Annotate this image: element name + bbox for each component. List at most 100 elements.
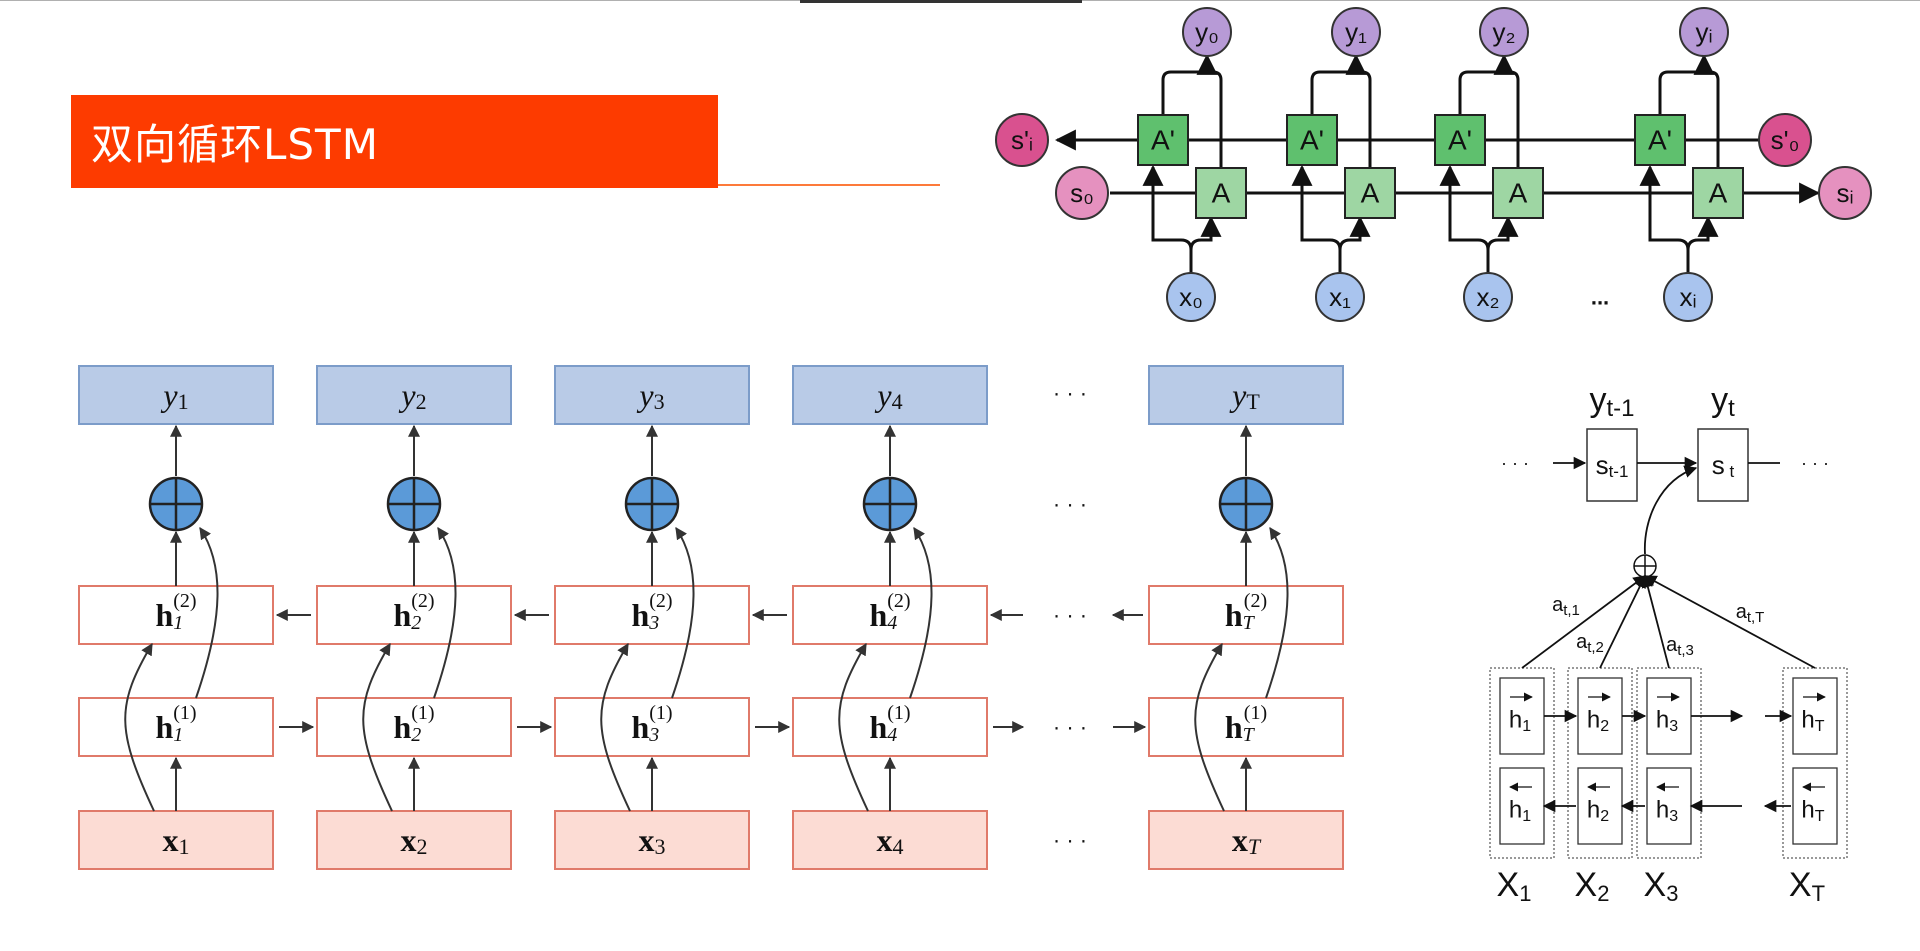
output-box xyxy=(316,365,512,425)
output-subscript: T xyxy=(1246,389,1260,414)
hidden-superscript: (1) xyxy=(173,702,196,724)
state-cur-subscript: t xyxy=(1725,462,1735,481)
backward-hidden-subscript: T xyxy=(1815,808,1825,825)
output-prev-subscript: t-1 xyxy=(1606,395,1634,422)
hidden-layer2-box xyxy=(78,585,274,645)
output-subscript: 3 xyxy=(654,389,665,414)
input-to-a-prime xyxy=(1142,164,1193,251)
input-label: X1 xyxy=(1497,866,1532,906)
input-box xyxy=(554,810,750,870)
output-label: y₂ xyxy=(1492,17,1515,47)
h1-to-sum-curve xyxy=(1265,527,1289,699)
backward-hidden-box xyxy=(1792,767,1838,845)
backward-hidden-subscript: 2 xyxy=(1600,808,1609,825)
output-node xyxy=(1182,7,1232,57)
cell-a-prime xyxy=(1137,114,1189,166)
hidden-subscript: 4 xyxy=(887,724,897,746)
top-rule-accent xyxy=(800,0,1082,3)
state-node xyxy=(1758,113,1812,167)
ellipsis: · · · xyxy=(1053,381,1087,406)
cell-a xyxy=(1492,167,1544,219)
hidden-layer1-box xyxy=(792,697,988,757)
cell-a-label: A xyxy=(1212,178,1231,209)
hidden-superscript: (1) xyxy=(1244,702,1267,724)
input-subscript: 1 xyxy=(1519,881,1531,906)
a-to-y xyxy=(1702,63,1720,168)
x-to-h2-curve xyxy=(362,642,393,812)
input-label: X2 xyxy=(1575,866,1610,906)
backward-hidden-box xyxy=(1499,767,1545,845)
hidden-layer2-label: h2(2) xyxy=(393,590,434,634)
x-to-h2-curve xyxy=(600,642,631,812)
h1-to-sum-curve xyxy=(909,527,933,699)
forward-hidden-box xyxy=(1646,677,1692,755)
input-label: X3 xyxy=(1644,866,1679,906)
context-to-state xyxy=(1644,465,1698,555)
hidden-superscript: (2) xyxy=(1244,590,1267,612)
output-subscript: 2 xyxy=(416,389,427,414)
input-label: x₁ xyxy=(1329,282,1351,312)
input-box xyxy=(1148,810,1344,870)
hidden-layer2-box xyxy=(316,585,512,645)
input-label: x₂ xyxy=(1476,282,1499,312)
cell-a-prime-label: A' xyxy=(1648,125,1672,156)
attention-weight-subscript: t,2 xyxy=(1587,639,1604,656)
attention-weight-label: at,T xyxy=(1736,601,1765,626)
output-label: y₁ xyxy=(1345,17,1367,47)
a-prime-to-y xyxy=(1658,53,1715,115)
h1-to-sum-curve xyxy=(195,527,219,699)
attention-weight-subscript: t,T xyxy=(1747,609,1765,626)
a-prime-to-y xyxy=(1310,53,1367,115)
h1-to-sum-curve xyxy=(671,527,695,699)
cell-a-label: A xyxy=(1509,178,1528,209)
cell-a xyxy=(1692,167,1744,219)
hidden-subscript: T xyxy=(1243,612,1256,634)
input-subscript: 4 xyxy=(893,834,904,859)
input-node xyxy=(1166,272,1216,322)
title-underline xyxy=(718,184,940,186)
weight-line xyxy=(1643,575,1816,669)
attention-weight-label: at,3 xyxy=(1666,634,1694,659)
input-to-a xyxy=(1189,215,1222,275)
attention-weight-subscript: t,1 xyxy=(1563,602,1580,619)
weight-line xyxy=(1641,574,1670,669)
input-label: xᵢ xyxy=(1679,282,1696,312)
cell-a-prime-label: A' xyxy=(1151,125,1175,156)
cell-a-label: A xyxy=(1709,178,1728,209)
input-box xyxy=(316,810,512,870)
hidden-superscript: (2) xyxy=(649,590,672,612)
input-to-a-prime xyxy=(1291,164,1342,251)
input-to-a-prime xyxy=(1439,164,1490,251)
input-subscript: T xyxy=(1812,881,1825,906)
output-node xyxy=(1679,7,1729,57)
output-prev-label: yt-1 xyxy=(1589,381,1634,422)
weight-line xyxy=(1521,575,1647,669)
bidirectional-lstm-left-diagram: y1h1(2)h1(1)x1y2h2(2)h2(1)x2y3h3(2)h3(1)… xyxy=(78,365,1344,870)
hidden-subscript: 1 xyxy=(173,612,183,634)
x-to-h2-curve xyxy=(124,642,155,812)
cell-a-prime xyxy=(1434,114,1486,166)
h1-to-sum-curve xyxy=(433,527,457,699)
output-box xyxy=(78,365,274,425)
output-node xyxy=(1331,7,1381,57)
cell-a-prime-label: A' xyxy=(1300,125,1324,156)
input-subscript: 3 xyxy=(655,834,666,859)
backward-hidden-subscript: 3 xyxy=(1669,808,1678,825)
hidden-subscript: 4 xyxy=(887,612,897,634)
output-node xyxy=(1479,7,1529,57)
hidden-subscript: 1 xyxy=(173,724,183,746)
attention-weight-label: at,2 xyxy=(1576,631,1604,656)
input-to-a-prime xyxy=(1639,164,1690,251)
state-label: s₀ xyxy=(1070,178,1094,208)
ellipsis: · · · xyxy=(1053,603,1087,628)
ellipsis: · · · xyxy=(1801,453,1829,473)
cell-a xyxy=(1195,167,1247,219)
state-prev-box xyxy=(1586,428,1638,502)
hidden-subscript: 2 xyxy=(411,612,421,634)
hidden-layer2-box xyxy=(554,585,750,645)
title-band: 双向循环LSTM xyxy=(71,95,718,188)
weight-line xyxy=(1599,574,1646,669)
state-label: s'₀ xyxy=(1771,125,1800,155)
